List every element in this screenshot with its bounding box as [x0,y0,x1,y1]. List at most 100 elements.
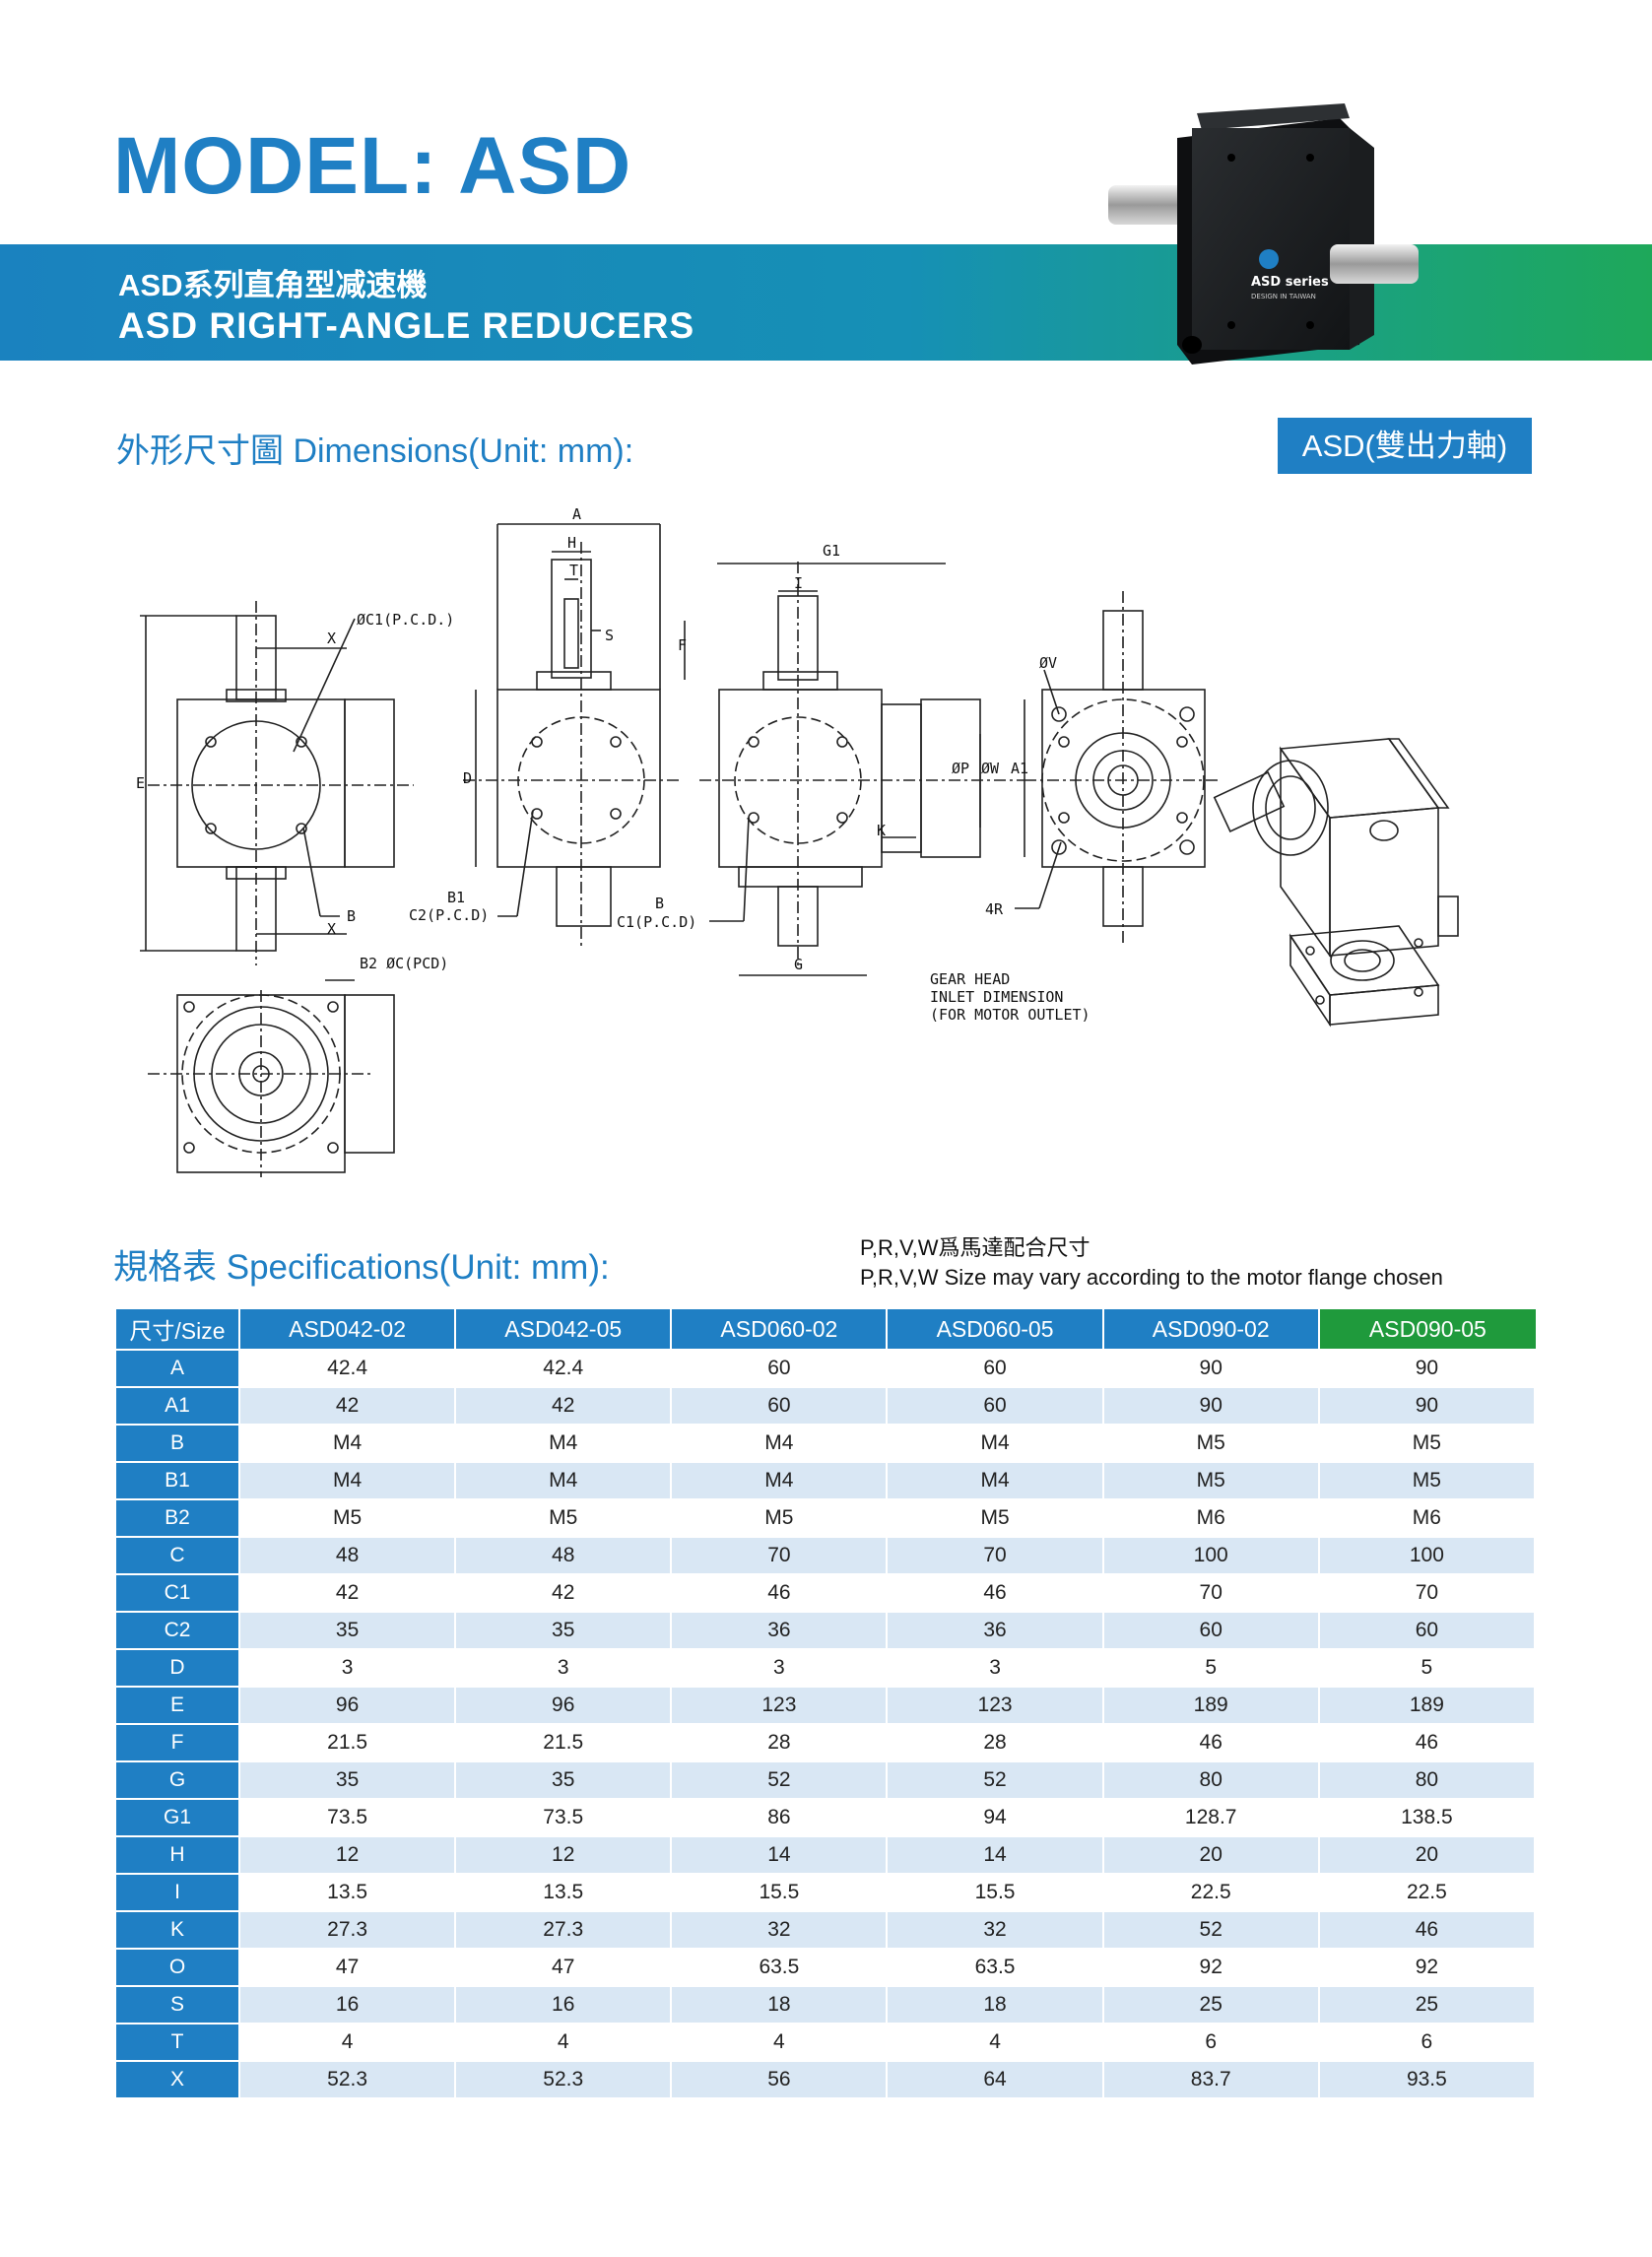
table-cell: M4 [240,1461,457,1498]
dim-label-i: I [794,574,803,592]
table-cell: 52.3 [240,2060,457,2097]
row-label: A [116,1349,240,1386]
row-label: D [116,1648,240,1686]
row-label: S [116,1985,240,2023]
product-label-design: DESIGN IN TAIWAN [1251,293,1316,300]
table-cell: 90 [1103,1349,1320,1386]
product-photo: ASD series DESIGN IN TAIWAN [1108,103,1419,365]
table-cell: 73.5 [240,1798,457,1835]
table-cell: M4 [672,1461,889,1498]
table-cell: 42 [240,1386,457,1424]
row-label: O [116,1948,240,1985]
flange-view [1015,591,1222,946]
row-label: G1 [116,1798,240,1835]
table-cell: 70 [1319,1573,1536,1611]
table-cell: 28 [888,1723,1104,1760]
table-cell: 46 [1319,1910,1536,1948]
table-cell: 15.5 [672,1873,889,1910]
table-cell: M4 [888,1461,1104,1498]
table-cell: 14 [672,1835,889,1873]
table-cell: 63.5 [888,1948,1104,1985]
dim-label-b: B [347,907,356,925]
dim-label-p: ØP [952,760,969,777]
note-gear-head: GEAR HEAD [930,970,1010,988]
table-cell: 6 [1103,2023,1320,2060]
table-cell: 189 [1103,1686,1320,1723]
table-cell: 56 [672,2060,889,2097]
row-label: C [116,1536,240,1573]
table-cell: 42.4 [456,1349,673,1386]
table-cell: M5 [1319,1424,1536,1461]
front-view [140,601,414,981]
specifications-heading: 規格表 Specifications(Unit: mm): [113,1248,610,1287]
dim-label-x-bottom: X [327,920,336,938]
dim-label-c1-pcd: ØC1(P.C.D.) [357,611,454,629]
table-cell: 42 [240,1573,457,1611]
table-cell: 92 [1103,1948,1320,1985]
table-cell: 3 [672,1648,889,1686]
motor-fit-note-en: P,R,V,W Size may vary according to the m… [860,1265,1443,1290]
table-cell: 36 [888,1611,1104,1648]
dim-label-k: K [877,822,886,839]
table-cell: 96 [456,1686,673,1723]
table-cell: M6 [1319,1498,1536,1536]
dimensions-heading: 外形尺寸圖 Dimensions(Unit: mm): [116,432,634,470]
table-cell: 60 [888,1386,1104,1424]
table-cell: 21.5 [240,1723,457,1760]
column-header-asd042-05: ASD042-05 [456,1309,673,1349]
table-cell: 21.5 [456,1723,673,1760]
row-label: K [116,1910,240,1948]
row-label: G [116,1760,240,1798]
table-cell: 12 [456,1835,673,1873]
table-cell: M4 [456,1461,673,1498]
table-cell: 27.3 [456,1910,673,1948]
table-cell: 60 [672,1349,889,1386]
table-cell: 138.5 [1319,1798,1536,1835]
row-label: E [116,1686,240,1723]
table-cell: 46 [1103,1723,1320,1760]
dim-label-g: G [794,956,803,973]
table-cell: M5 [240,1498,457,1536]
table-cell: M5 [672,1498,889,1536]
dim-label-g1: G1 [823,542,840,560]
table-cell: 3 [240,1648,457,1686]
table-cell: 22.5 [1103,1873,1320,1910]
dim-label-s: S [605,627,614,644]
table-cell: 35 [456,1760,673,1798]
column-header-size: 尺寸/Size [116,1309,240,1349]
dim-label-a1: A1 [1011,760,1028,777]
table-cell: 20 [1319,1835,1536,1873]
dim-label-t: T [569,562,578,579]
table-cell: 35 [240,1760,457,1798]
table-cell: 32 [672,1910,889,1948]
table-cell: 48 [240,1536,457,1573]
dim-label-c2-pcd: C2(P.C.D) [409,906,489,924]
motor-fit-note-cn: P,R,V,W爲馬達配合尺寸 [860,1235,1090,1260]
table-cell: 80 [1319,1760,1536,1798]
product-label-series: ASD series [1251,275,1329,290]
table-cell: 32 [888,1910,1104,1948]
table-cell: 25 [1103,1985,1320,2023]
table-cell: 36 [672,1611,889,1648]
table-cell: M4 [240,1424,457,1461]
table-cell: 52 [1103,1910,1320,1948]
dim-label-b2-pcd: B2 ØC(PCD) [360,955,448,972]
table-cell: M4 [456,1424,673,1461]
table-cell: 90 [1103,1386,1320,1424]
column-header-asd042-02: ASD042-02 [240,1309,457,1349]
banner-subtitle-cn: ASD系列直角型减速機 [118,268,428,302]
table-cell: 94 [888,1798,1104,1835]
side-view [463,523,680,946]
table-cell: 5 [1103,1648,1320,1686]
row-label: X [116,2060,240,2097]
